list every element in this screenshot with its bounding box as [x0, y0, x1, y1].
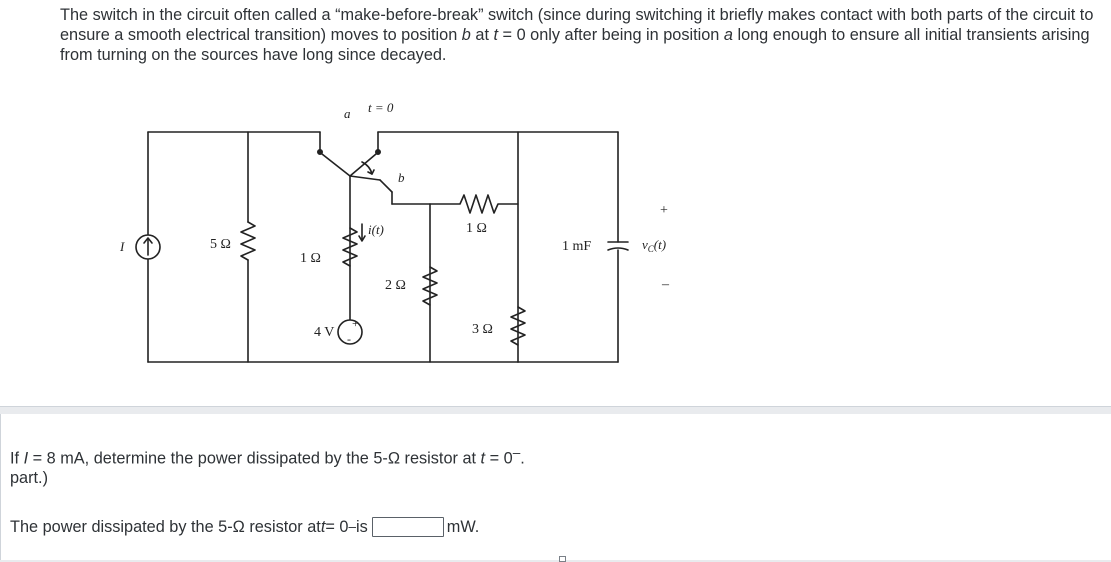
power-answer-input[interactable] — [371, 517, 444, 537]
circuit-diagram: a t = 0 b I 5 Ω 1 Ω i(t) 2 Ω 4 V + - 1 Ω… — [119, 100, 670, 363]
answer-row: The power dissipated by the 5-Ω resistor… — [10, 517, 480, 537]
voltage-plus: + — [352, 316, 359, 330]
problem-statement: The switch in the circuit often called a… — [60, 6, 1094, 64]
label-1-mf: 1 mF — [562, 239, 591, 254]
question-text: If I = 8 mA, determine the power dissipa… — [10, 445, 525, 488]
label-a: a — [344, 106, 351, 121]
label-b: b — [398, 170, 405, 185]
label-vc: vC(t) — [642, 237, 666, 254]
label-current-it: i(t) — [368, 222, 384, 237]
label-5-ohm: 5 Ω — [210, 237, 231, 252]
label-2-ohm: 2 Ω — [385, 278, 406, 293]
label-3-ohm: 3 Ω — [472, 322, 493, 337]
question-card: If I = 8 mA, determine the power dissipa… — [0, 414, 1111, 562]
label-current-source: I — [119, 239, 125, 254]
label-t0: t = 0 — [368, 100, 394, 115]
voltage-minus: - — [347, 332, 351, 346]
label-4v: 4 V — [314, 325, 334, 340]
label-minus: – — [661, 277, 670, 292]
resize-handle[interactable] — [559, 556, 566, 562]
problem-card: The switch in the circuit often called a… — [0, 0, 1111, 407]
label-1-ohm-top: 1 Ω — [466, 221, 487, 236]
unit-label: mW. — [446, 518, 480, 536]
label-1-ohm-left: 1 Ω — [300, 251, 321, 266]
label-plus: + — [660, 203, 668, 218]
